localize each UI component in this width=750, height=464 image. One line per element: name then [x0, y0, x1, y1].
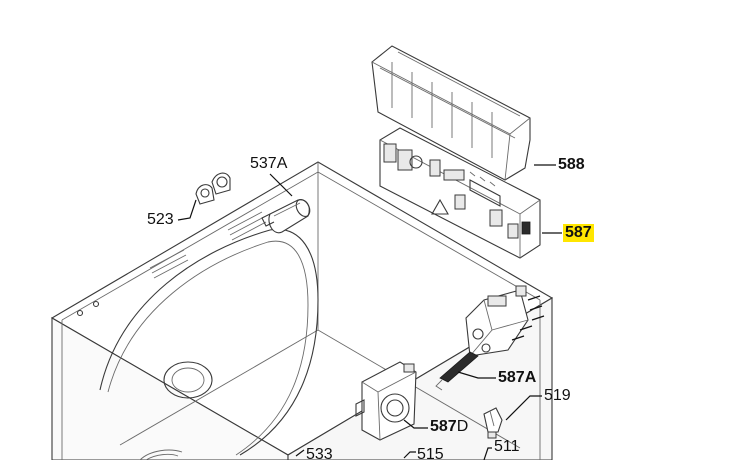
callout-519: 519 [544, 387, 571, 404]
leader-lines [177, 164, 562, 460]
cabinet-drawing [50, 161, 554, 460]
switch-587A-drawing [435, 285, 545, 391]
callout-588: 588 [558, 156, 585, 173]
knob-523-drawing [195, 172, 231, 205]
lamp-519-drawing [483, 407, 503, 439]
callout-587-highlighted: 587 [563, 224, 594, 242]
callout-587D-suffix: D [456, 418, 469, 435]
module-587D-drawing [355, 361, 417, 441]
callout-587A: 587A [498, 369, 537, 386]
callout-587D-number: 587 [430, 418, 457, 435]
callout-523: 523 [147, 211, 174, 228]
callout-511: 511 [494, 438, 520, 455]
callout-587D: 587D [430, 418, 468, 436]
control-board-587-drawing [379, 127, 541, 259]
callout-533: 533 [306, 446, 333, 463]
callout-515: 515 [417, 446, 444, 463]
cover-588-drawing [371, 45, 531, 181]
capacitor-537A-drawing [261, 199, 311, 234]
callout-537A: 537A [250, 155, 288, 172]
